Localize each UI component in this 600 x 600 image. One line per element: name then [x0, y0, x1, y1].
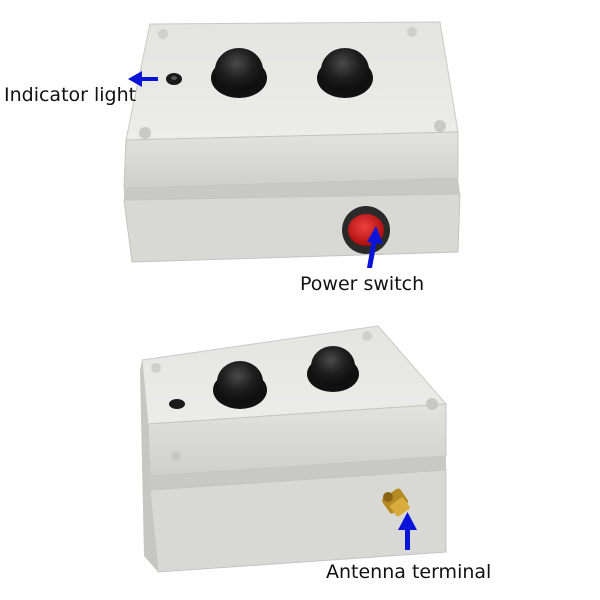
enclosure-top-view: [123, 21, 461, 268]
screw-hole: [434, 120, 446, 132]
screw-hole: [407, 27, 417, 37]
lid-seam: [124, 178, 460, 200]
push-button-right-cap: [311, 346, 355, 386]
screw-hole: [426, 398, 438, 410]
power-switch-label: Power switch: [300, 273, 425, 295]
indicator-led-glint: [171, 76, 177, 80]
arrow-power-switch: [367, 226, 383, 268]
screw-hole: [139, 127, 151, 139]
push-button-left-cap: [215, 48, 263, 92]
box-body: [123, 193, 461, 263]
arrow-antenna-terminal: [398, 512, 417, 550]
push-button-right-cap: [321, 48, 369, 92]
push-button-left-cap: [217, 361, 263, 403]
antenna-terminal-label: Antenna terminal: [326, 561, 492, 583]
screw-hole: [158, 29, 168, 39]
indicator-light-label: Indicator light: [4, 84, 137, 106]
lid-seam: [150, 456, 446, 490]
antenna-connector: [382, 488, 410, 517]
indicator-led: [169, 399, 185, 409]
screw-hole: [362, 331, 372, 341]
enclosure-side-view: [140, 325, 448, 573]
screw-hole: [151, 363, 161, 373]
box-left-side: [140, 360, 158, 572]
arrow-indicator-light: [128, 71, 158, 87]
screw-hole: [171, 451, 181, 461]
